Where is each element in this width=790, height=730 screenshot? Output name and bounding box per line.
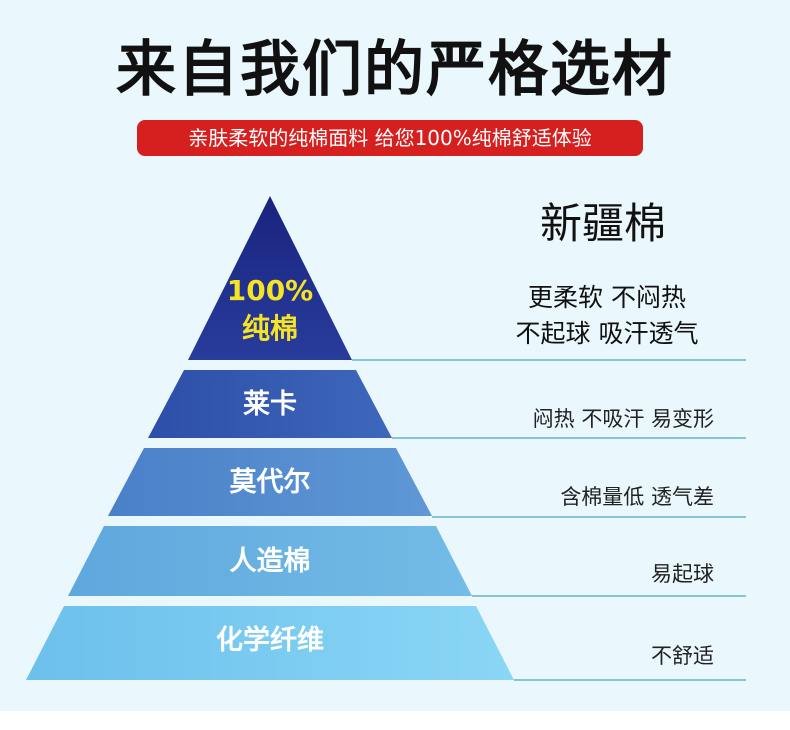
pyramid-top-line2: 纯棉 (241, 312, 298, 345)
pyramid-level-label: 莱卡 (243, 389, 297, 420)
right-top-line2: 不起球 吸汗透气 (515, 319, 699, 348)
right-top-description: 更柔软 不闷热 不起球 吸汗透气 (490, 280, 724, 352)
level-description: 易起球 (651, 562, 714, 586)
pyramid-level-label: 莫代尔 (229, 467, 311, 498)
pyramid-tier-2 (108, 448, 432, 516)
level-description: 含棉量低 透气差 (560, 485, 714, 509)
right-top-line1: 更柔软 不闷热 (528, 283, 686, 312)
pyramid-top-label: 100% 纯棉 (200, 272, 340, 348)
pyramid-level-label: 化学纤维 (216, 625, 324, 656)
subtitle-banner: 亲肤柔软的纯棉面料 给您100%纯棉舒适体验 (137, 120, 643, 156)
pyramid-tier-1 (148, 370, 392, 438)
level-description: 闷热 不吸汗 易变形 (532, 407, 714, 431)
page-title: 来自我们的严格选材 (116, 35, 674, 105)
pyramid-top-line1: 100% (226, 274, 314, 307)
level-description: 不舒适 (651, 644, 714, 668)
pyramid-level-label: 人造棉 (229, 546, 311, 577)
pyramid-tier-top (188, 196, 352, 360)
pyramid-tier-3 (68, 526, 472, 596)
right-title: 新疆棉 (540, 199, 667, 248)
pyramid-tier-4 (26, 606, 514, 680)
pyramid-graphic (26, 196, 746, 681)
